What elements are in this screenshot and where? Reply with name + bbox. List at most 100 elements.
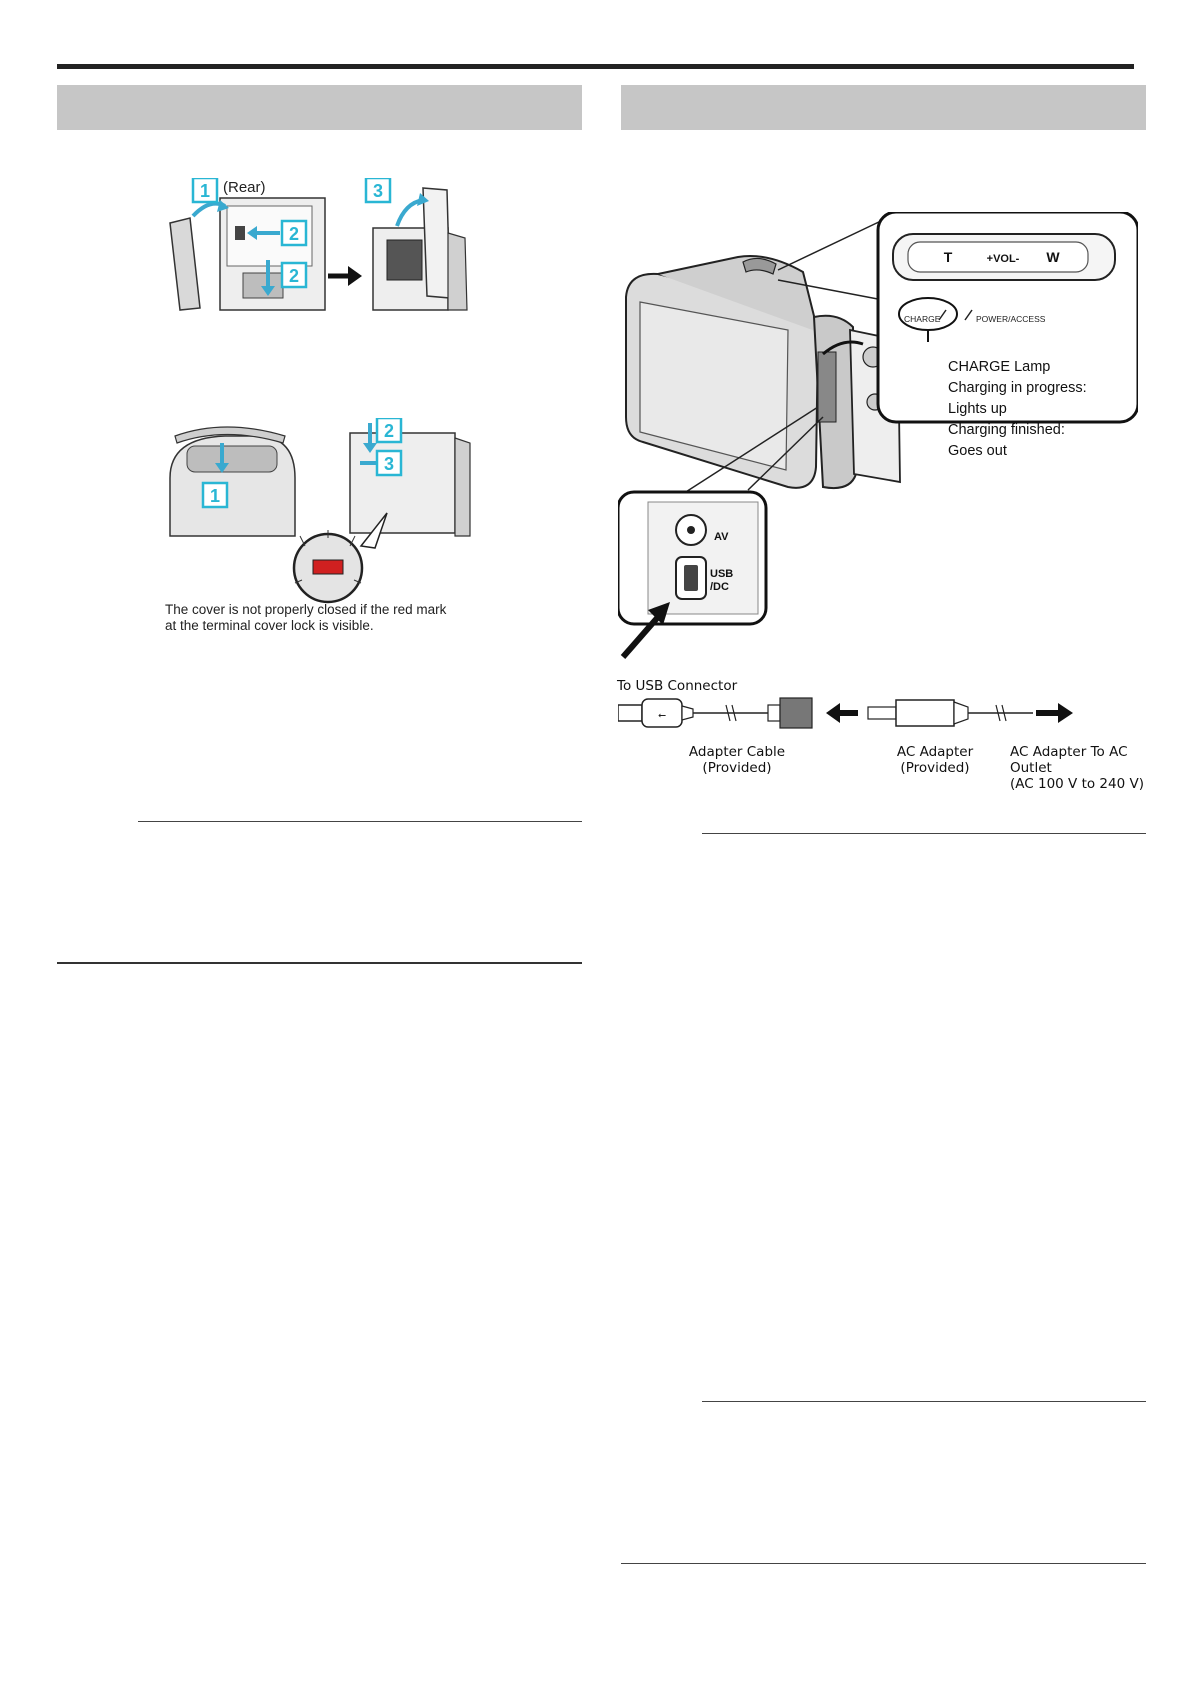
usb-symbol-icon: ⭠ [658, 710, 666, 721]
plug-strain-relief [681, 705, 694, 721]
ac-adapter-provided: (Provided) [900, 760, 970, 776]
lock-slot [235, 226, 245, 240]
arrow-down-head [261, 286, 275, 296]
black-arrow-head [348, 266, 362, 286]
right-section-end-rule [621, 1563, 1146, 1564]
dc-socket-neck [767, 704, 781, 722]
usb-insert-arrow-shaft [620, 615, 661, 659]
w-label: W [1046, 249, 1060, 265]
usb-label-1: USB [710, 568, 733, 580]
power-led [964, 309, 973, 321]
caption-line-1: The cover is not properly closed if the … [165, 602, 447, 617]
step-1-box [191, 178, 219, 204]
ac-outlet-label: AC Adapter To AC Outlet (AC 100 V to 240… [1010, 744, 1180, 792]
arrow-head-blue [217, 200, 229, 212]
zoom-lever-track [907, 241, 1089, 273]
red-lock-mark [312, 559, 344, 575]
charging-figure: T +VOL- W CHARGE POWER/ACCESS AV USB /DC… [618, 212, 1138, 729]
adapter-cable-provided: (Provided) [702, 760, 772, 776]
arrow-left-head [247, 226, 257, 240]
leader-bottom-1 [677, 406, 819, 498]
right-note-rule-2 [702, 1401, 1146, 1402]
charge-lamp-text: CHARGE Lamp Charging in progress: Lights… [948, 357, 1138, 462]
ac-adapter-plug [895, 699, 955, 727]
step-2-number-a: 2 [289, 224, 299, 244]
t-label: T [944, 249, 953, 265]
step-1-box [201, 481, 229, 509]
cover-lock [242, 272, 284, 299]
ac-adapter-name: AC Adapter [896, 744, 974, 760]
step-2-number: 2 [384, 421, 394, 441]
camera-rear-closing [349, 432, 456, 534]
connect-arrow-head [826, 703, 840, 723]
dc-socket-body [779, 697, 813, 729]
ac-outlet-line-2: Outlet [1010, 760, 1052, 776]
left-section-end-rule [57, 962, 582, 964]
wire-break-mark [995, 704, 1007, 722]
zoom-pointer [359, 512, 388, 549]
ac-adapter-label: AC Adapter (Provided) [870, 744, 1000, 776]
camera-rear-side [454, 437, 471, 537]
lcd-screen [639, 301, 789, 471]
ac-outlet-line-3: (AC 100 V to 240 V) [1010, 776, 1144, 792]
charge-label: CHARGE [904, 314, 941, 324]
lamp-charging-state: Lights up [948, 401, 1007, 417]
step-3-box [364, 178, 392, 204]
lamp-title: CHARGE Lamp [948, 359, 1051, 375]
ac-adapter-strain [953, 701, 969, 725]
open-lid [174, 426, 286, 444]
close-cover-figure: 1 2 3 [169, 418, 471, 604]
step-2-number-b: 2 [289, 266, 299, 286]
dc-plug-tip [867, 706, 897, 720]
to-usb-connector-label: To USB Connector [617, 678, 738, 694]
power-access-label: POWER/ACCESS [976, 314, 1046, 324]
camera-top [657, 255, 819, 333]
step-1-number: 1 [200, 181, 210, 201]
step-3-number: 3 [384, 454, 394, 474]
page-top-rule [57, 64, 1134, 69]
leader-top-1 [777, 219, 884, 271]
step-2-box-b [280, 261, 308, 289]
zoom-lever [742, 257, 777, 275]
cover-caption: The cover is not properly closed if the … [165, 602, 505, 634]
lcd-panel-side [169, 217, 201, 311]
arrow-down-head [363, 443, 377, 453]
step-3-box [375, 449, 403, 477]
camera-side [447, 232, 468, 311]
step-2-box [375, 418, 403, 444]
right-note-rule-1 [702, 833, 1146, 834]
right-section-header [621, 85, 1146, 130]
micro-usb-plug [618, 704, 643, 722]
charge-led [938, 309, 947, 321]
ac-outlet-line-1: AC Adapter To AC [1010, 744, 1128, 760]
arrow-close-head [215, 463, 229, 473]
battery-slot [186, 445, 278, 473]
step-1-number: 1 [210, 486, 220, 506]
lamp-charging-label: Charging in progress: [948, 380, 1087, 396]
usb-insert-arrow-head [648, 602, 670, 625]
av-jack-center [687, 526, 695, 534]
lamp-finished-state: Goes out [948, 443, 1007, 459]
rear-label: (Rear) [223, 179, 266, 196]
open-cover-figure: 1 (Rear) 2 2 3 [169, 178, 468, 311]
vol-label: +VOL- [987, 253, 1020, 265]
outlet-arrow-head [1058, 703, 1073, 723]
open-arrow [822, 340, 864, 356]
step-3-number: 3 [373, 181, 383, 201]
av-label: AV [714, 531, 729, 543]
arrow-open-head [417, 193, 429, 206]
adapter-cable-name: Adapter Cable [688, 744, 786, 760]
leader-bottom-2 [747, 416, 824, 491]
left-note-rule-top [138, 821, 582, 822]
cable-break-mark [725, 704, 737, 722]
leader-top-2 [777, 279, 884, 301]
exposed-terminal [386, 239, 423, 281]
usb-label-2: /DC [710, 581, 729, 593]
caption-line-2: at the terminal cover lock is visible. [165, 618, 374, 633]
terminal-area [817, 351, 837, 423]
lamp-finished-label: Charging finished: [948, 422, 1065, 438]
lock-highlight-marks [294, 530, 362, 584]
adapter-cable-label: Adapter Cable (Provided) [662, 744, 812, 776]
step-2-box-a [280, 219, 308, 247]
usb-port-inner [684, 565, 698, 591]
